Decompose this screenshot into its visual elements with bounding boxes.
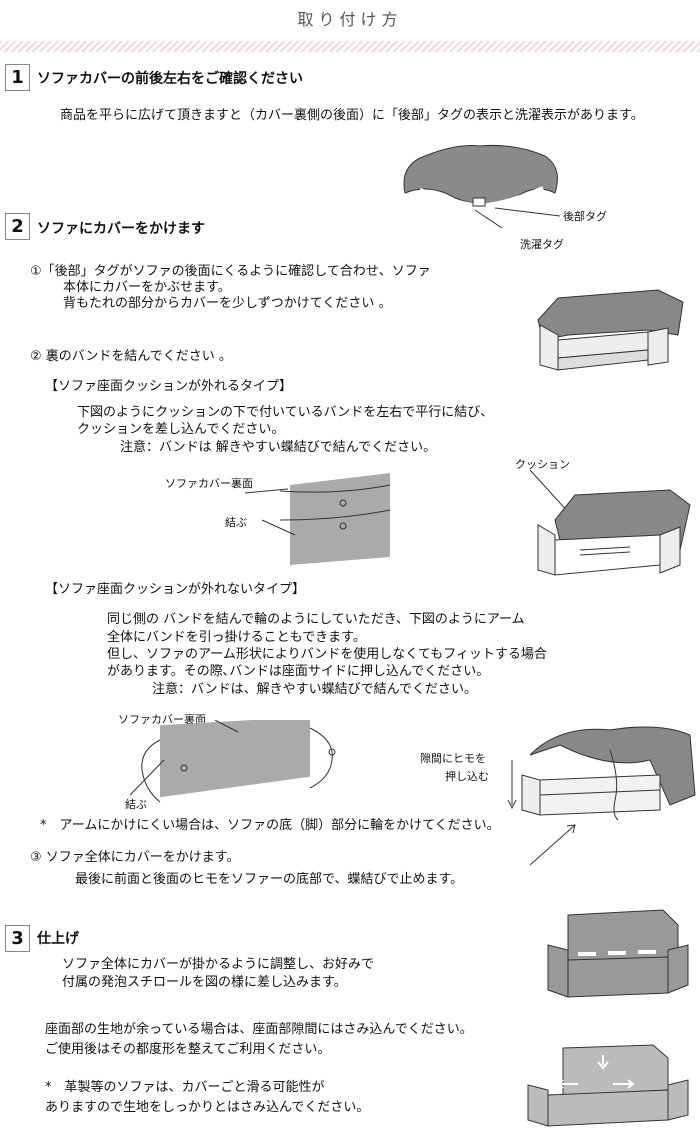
type2-line4: があります。その際､バンドは座面サイドに押し込んでください。 [107,664,490,679]
step-number-1: 1 [5,64,30,91]
rear-tag-label: 後部タグ [563,210,607,223]
band-loop-illustration [129,720,336,803]
pointer-arrow-icon [529,824,576,866]
type1-line1: 下図のようにクッションの下で付いているバンドを左右で平行に結び、 [77,405,494,420]
type2-cover-back-label: ソファカバー裏面 [118,713,206,726]
type2-heading: 【ソファ座面クッションが外れないタイプ】 [45,582,306,597]
page-title: 取り付け方 [297,10,403,29]
cover-flat-illustration [403,144,561,228]
step3-line1: ソファ全体にカバーが掛かるように調整し、お好みで [62,957,375,972]
header-stripe-divider [0,41,700,52]
sofa-band-illustration [507,726,696,820]
step2-sub1-line1: ①「後部」タグがソファの後面にくるように確認して合わせ、ソファ [30,264,431,279]
gap-label-line1: 隙間にヒモを [420,752,486,765]
step-number-2: 2 [5,213,30,240]
step1-heading: ソファカバーの前後左右をご確認ください [37,71,303,87]
step2-sub3-line2: 最後に前面と後面のヒモをソファーの底部で、蝶結びで止めます。 [75,872,464,887]
band-tie-illustration [244,473,391,565]
type1-cover-back-label: ソファカバー裏面 [165,477,253,490]
step3-para2: ご使用後はその都度形を整えてご利用ください。 [45,1042,331,1057]
sofa-foam-illustration [547,909,689,998]
gap-label-line2: 押し込む [445,770,489,783]
step3-para1: 座面部の生地が余っている場合は、座面部隙間にはさみ込んでください。 [45,1022,473,1037]
type1-heading: 【ソファ座面クッションが外れるタイプ】 [45,379,293,394]
step2-sub3-line1: ③ ソファ全体にカバーをかけます。 [30,850,240,865]
step3-note1: * 革製等のソファは、カバーごと滑る可能性が [45,1080,325,1095]
wash-tag-label: 洗濯タグ [520,238,564,251]
type2-line3: 但し、ソファのアーム形状によりバンドを使用しなくてもフィットする場合 [107,647,547,662]
cushion-label: クッション [515,458,570,471]
step2-sub1-line3: 背もたれの部分からカバーを少しずつかけてください 。 [63,296,392,311]
type2-asterisk-note: * アームにかけにくい場合は、ソファの底（脚）部分に輪をかけてください。 [40,818,500,833]
step2-sub1-line2: 本体にカバーをかぶせます。 [63,280,231,295]
step2-heading: ソファにカバーをかけます [37,221,205,237]
type2-note: 注意：バンドは、解きやすい蝶結びで結んでください。 [152,682,478,697]
step3-heading: 仕上げ [37,931,79,947]
type2-line2: 全体にバンドを引っ掛けることもできます。 [107,630,366,645]
step-number-3: 3 [5,925,30,952]
type1-tie-label: 結ぶ [225,516,247,529]
step3-note2: ありますので生地をしっかりとはさみ込んでください。 [45,1100,370,1115]
sofa-cushion-illustration [529,469,691,576]
step2-sub2-heading: ② 裏のバンドを結んでください 。 [30,349,232,364]
step3-line2: 付属の発泡スチロールを図の様に差し込みます。 [62,975,347,990]
step1-text: 商品を平らに広げて頂きますと（カバー裏側の後面）に「後部」タグの表示と洗濯表示が… [60,108,644,123]
type1-line2: クッションを差し込んでください。 [77,422,285,437]
sofa-tuck-illustration [527,1044,689,1127]
type1-note: 注意：バンドは 解きやすい蝶結びで結んでください。 [120,440,437,455]
type2-tie-label: 結ぶ [125,798,147,811]
type2-line1: 同じ側の バンドを結んで輪のようにしていただき、下図のようにアーム [107,612,525,627]
sofa-cover-back-illustration [537,289,684,371]
